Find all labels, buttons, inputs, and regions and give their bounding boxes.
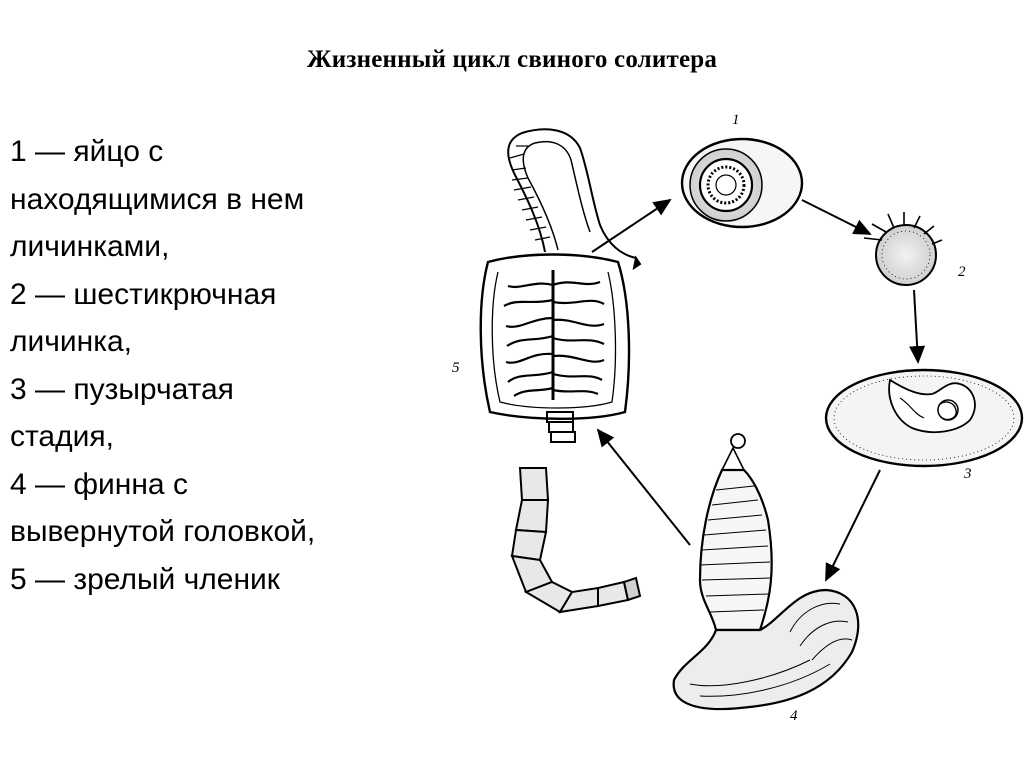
legend-line: личинка, <box>10 325 133 358</box>
arrow-icon <box>591 198 672 253</box>
arrow-icon <box>596 428 691 546</box>
stage-number: 3 <box>963 466 972 482</box>
stage-2-hexacanth-larva <box>863 212 943 286</box>
stage-number: 4 <box>790 708 798 724</box>
legend-line: личинками, <box>10 230 170 263</box>
stage-number: 5 <box>452 360 460 376</box>
stage-number: 2 <box>958 264 966 280</box>
stage-4-finna-everted-head <box>672 433 860 711</box>
legend: 1 — яйцо с находящимися в нем личинками,… <box>10 128 400 603</box>
diagram-title: Жизненный цикл свиного солитера <box>306 46 718 73</box>
strobila-segments <box>510 467 642 614</box>
stage-3-bladder-stage <box>824 368 1024 468</box>
legend-line: вывернутой головкой, <box>10 515 316 548</box>
legend-line: 5 — зрелый членик <box>10 562 280 596</box>
arrow-icon <box>801 199 872 235</box>
stage-5-mature-proglottid <box>479 128 642 443</box>
legend-line: 1 — яйцо с <box>10 135 164 168</box>
arrow-icon <box>825 469 881 582</box>
arrow-icon <box>909 289 926 364</box>
stage-1-egg <box>680 137 804 229</box>
legend-line: 4 — финна с <box>10 467 188 501</box>
legend-line: 2 — шестикрючная <box>10 277 277 311</box>
cycle-arrows <box>591 198 926 582</box>
legend-line: стадия, <box>10 420 114 453</box>
stage-number: 1 <box>732 112 740 128</box>
legend-line: находящимися в нем <box>10 182 305 216</box>
legend-line: 3 — пузырчатая <box>10 372 234 406</box>
